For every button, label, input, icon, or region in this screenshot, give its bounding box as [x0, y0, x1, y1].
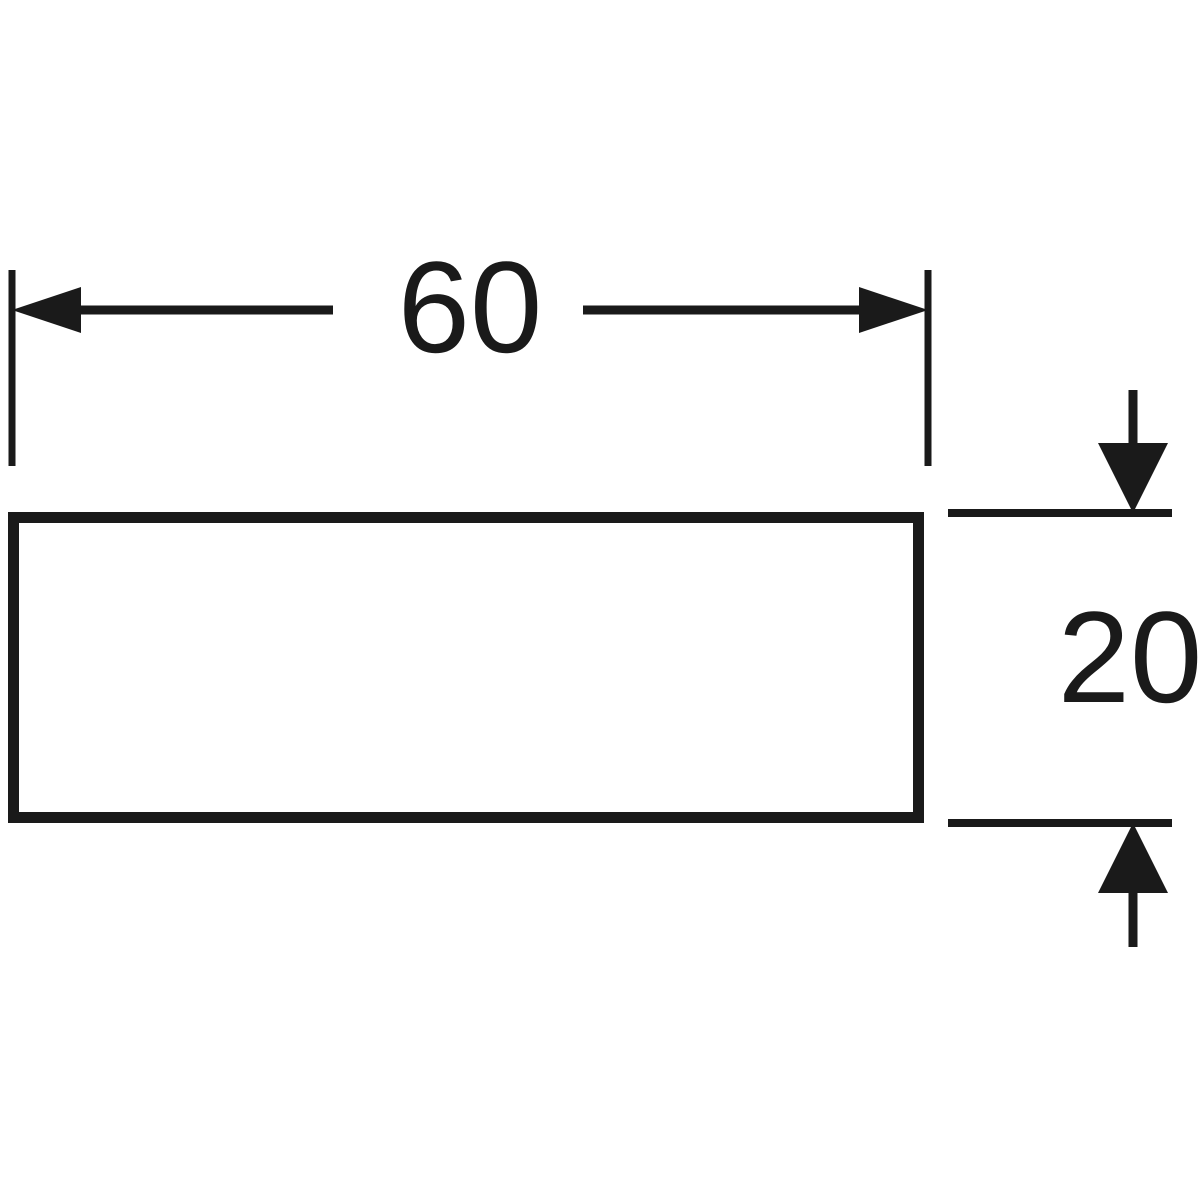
height-top-arrowhead-icon [1098, 443, 1168, 513]
width-dimension-label: 60 [398, 234, 543, 380]
width-right-arrowhead-icon [859, 287, 928, 333]
width-left-arrowhead-icon [12, 287, 81, 333]
height-dimension-label: 20 [1058, 584, 1200, 730]
part-outline-rectangle [8, 512, 924, 823]
height-bottom-arrowhead-icon [1098, 823, 1168, 893]
